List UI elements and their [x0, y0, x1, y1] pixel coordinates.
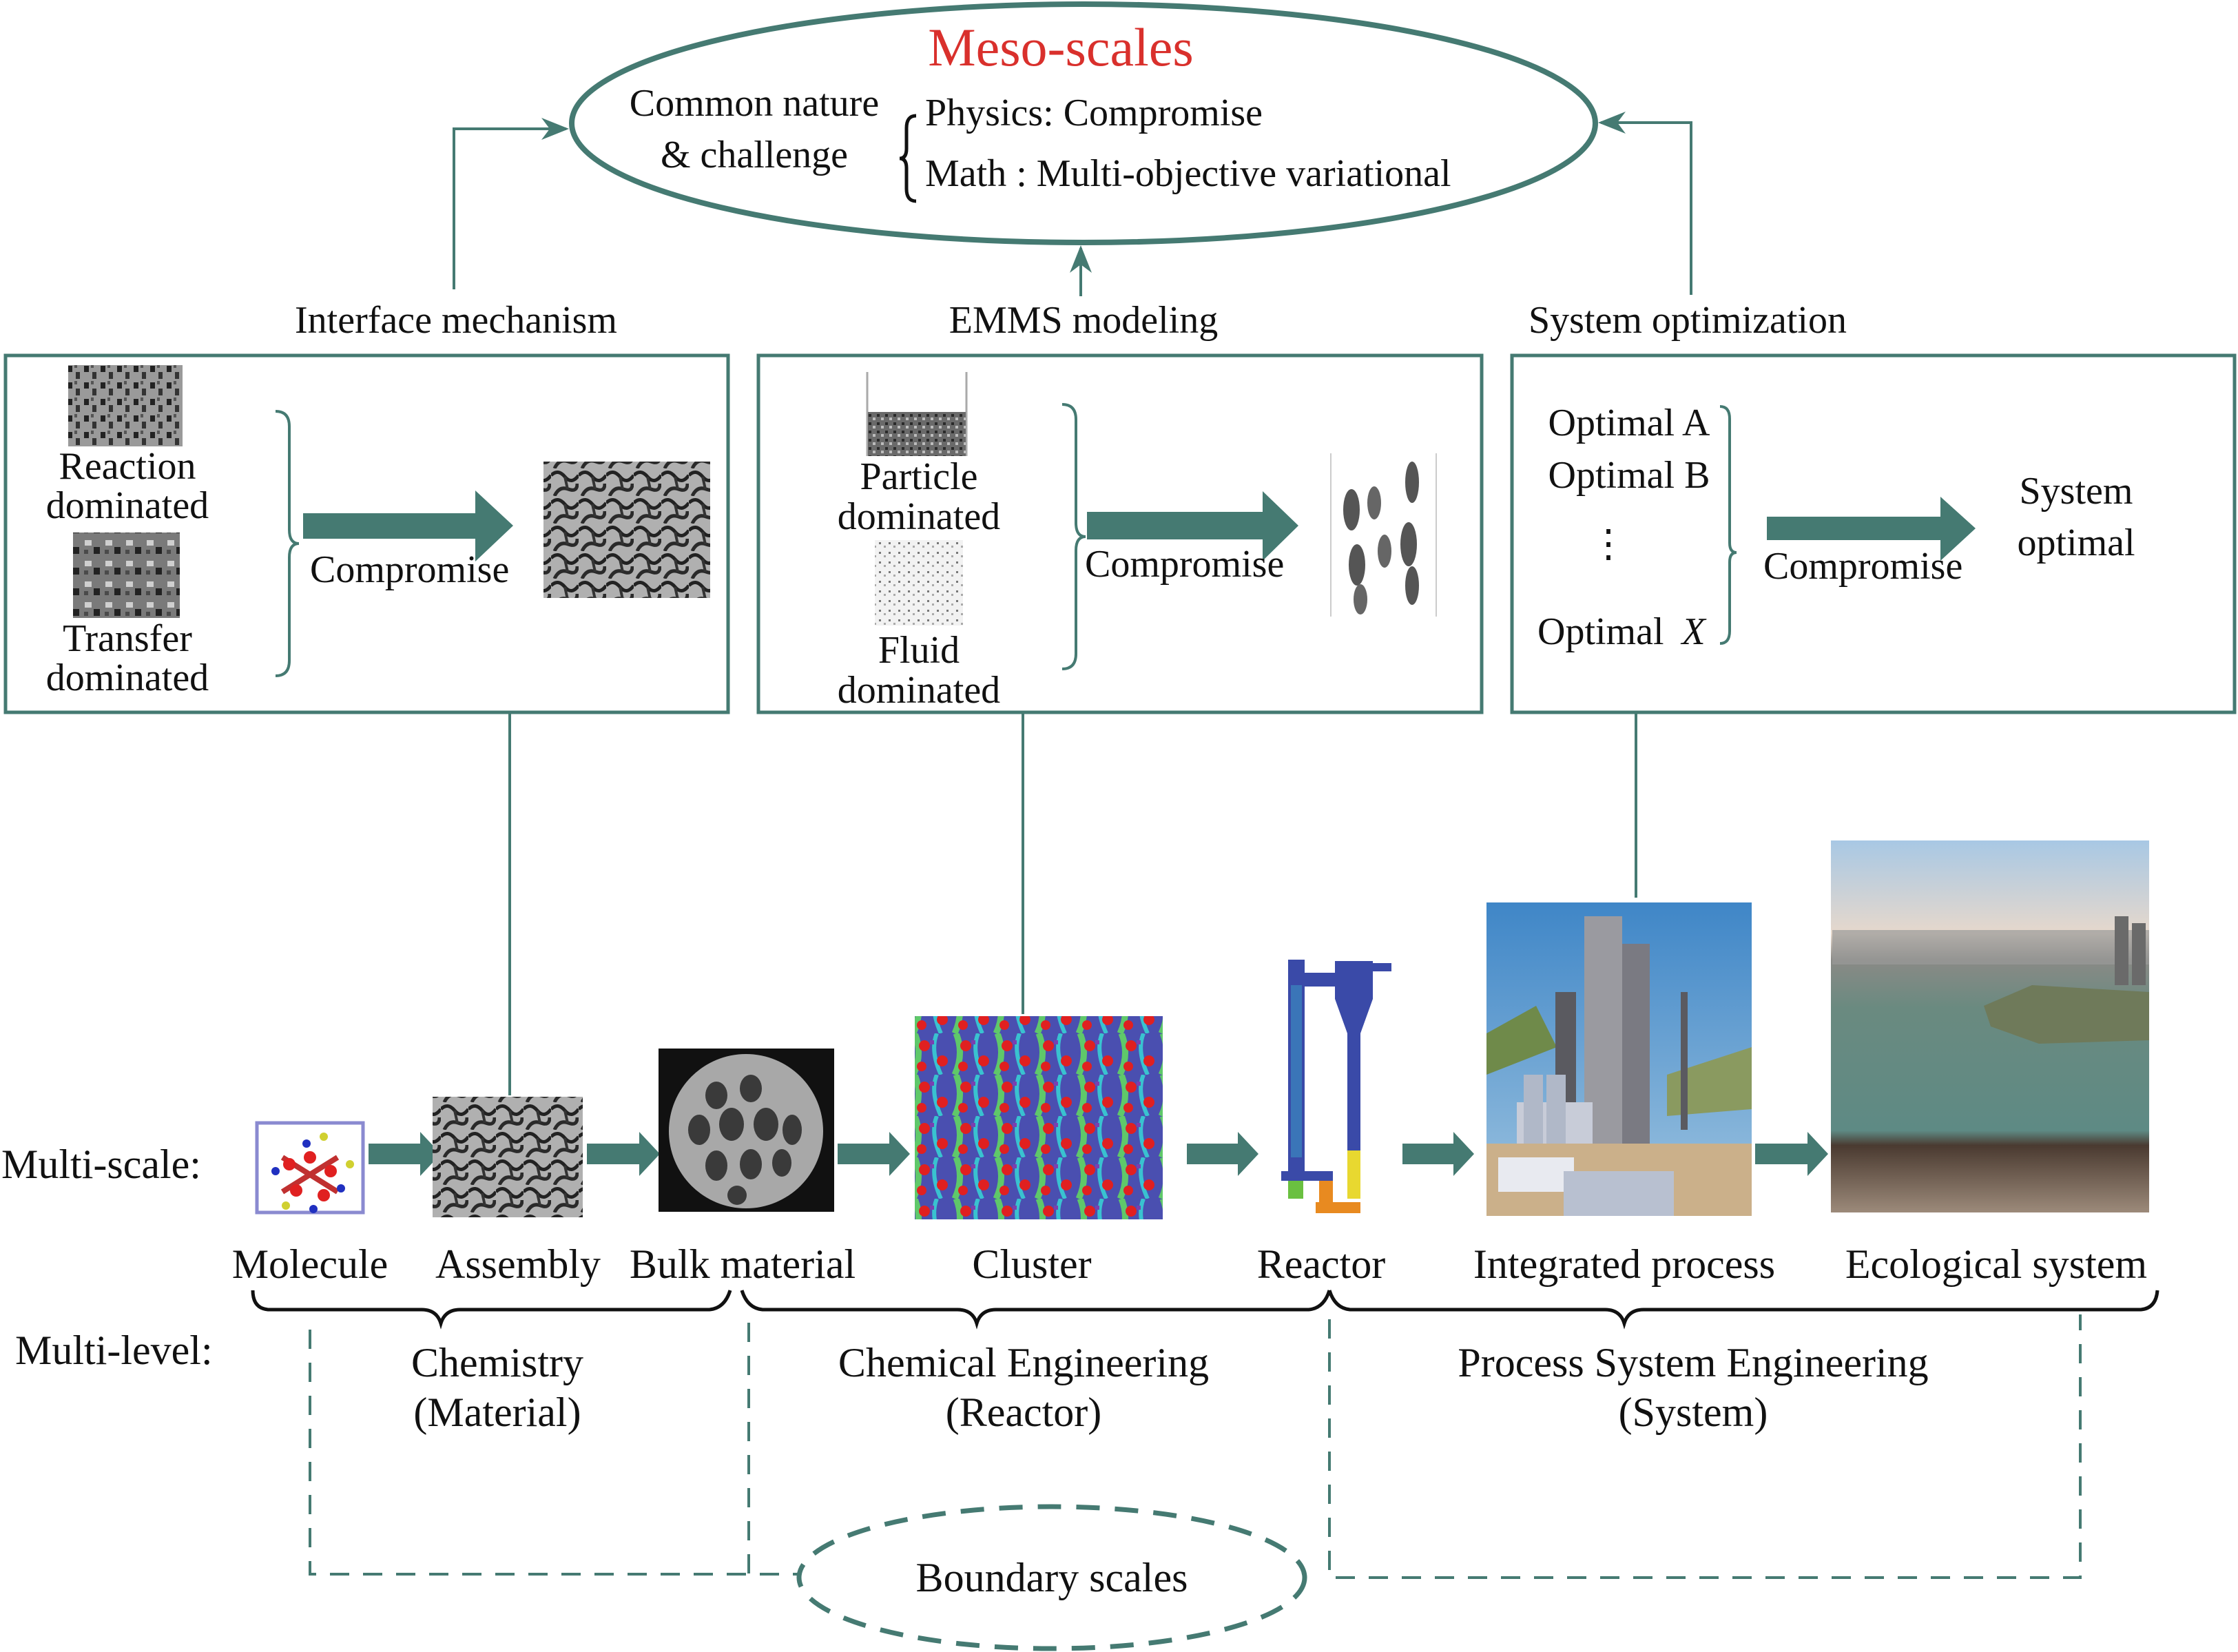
system-level-label: (System) — [1619, 1390, 1768, 1435]
bulk-material-label: Bulk material — [630, 1241, 856, 1287]
panel-heading-system: System optimization — [1529, 299, 1847, 342]
reaction-dominated-label: dominated — [46, 484, 209, 527]
cluster-image — [915, 1016, 1163, 1219]
arrow-reactor-to-process — [1402, 1132, 1474, 1176]
assembly-label: Assembly — [435, 1241, 601, 1287]
emms-brace — [1061, 403, 1086, 670]
panel-system-optimization: Optimal A Optimal B ⋮ Optimal X Compromi… — [1510, 353, 2237, 714]
interface-to-meso-arrow — [453, 118, 569, 289]
system-to-meso-arrow — [1598, 112, 1692, 295]
multiscale-item-assembly: Assembly — [433, 1097, 601, 1287]
particle-label: Particle — [860, 455, 977, 498]
integrated-process-image — [1486, 902, 1752, 1216]
system-brace — [1719, 405, 1737, 645]
process-system-brace — [1327, 1290, 2159, 1330]
panel-interface-mechanism: Reaction dominated Transfer dominated Co… — [3, 353, 730, 714]
boundary-scales-label: Boundary scales — [916, 1555, 1188, 1600]
ecological-system-label: Ecological system — [1845, 1241, 2147, 1287]
boundary-left-dashed — [309, 1330, 799, 1576]
common-nature-label: Common nature — [630, 82, 879, 125]
interface-compromise-label: Compromise — [310, 548, 509, 591]
optimal-a-label: Optimal A — [1548, 402, 1710, 444]
boundary-right-dashed — [1328, 1314, 2082, 1579]
boundary-scales-ellipse — [796, 1504, 1307, 1651]
chemistry-brace — [251, 1290, 732, 1330]
optimal-x-var: X — [1681, 610, 1708, 653]
transfer-label: Transfer — [63, 617, 192, 660]
arrow-cluster-to-reactor — [1187, 1132, 1258, 1176]
system-compromise-arrow — [1767, 497, 1976, 561]
arrow-process-to-ecology — [1755, 1132, 1828, 1176]
system-compromise-label: Compromise — [1763, 545, 1962, 588]
multiscale-item-integrated-process: Integrated process — [1473, 902, 1775, 1287]
emms-compromise-arrow — [1087, 491, 1298, 561]
math-label: Math : Multi-objective variational — [925, 152, 1451, 195]
arrow-bulk-to-cluster — [838, 1132, 910, 1176]
system-optimal-line2: optimal — [2017, 522, 2135, 564]
interface-brace — [275, 410, 300, 677]
transfer-dominated-label: dominated — [46, 657, 209, 699]
optimal-x-word: Optimal — [1537, 610, 1664, 653]
multiscale-item-ecological-system: Ecological system — [1831, 840, 2149, 1287]
chemistry-label: Chemistry — [411, 1340, 583, 1385]
assembly-image — [433, 1097, 583, 1217]
multiscale-row-label: Multi-scale: — [1, 1142, 201, 1187]
transfer-dominated-image — [73, 533, 180, 618]
panel-heading-interface: Interface mechanism — [295, 299, 617, 342]
process-system-engineering-label: Process System Engineering — [1458, 1340, 1928, 1385]
multiscale-item-molecule: Molecule — [232, 1121, 388, 1287]
compromise-result-image — [543, 462, 710, 598]
reactor-level-label: (Reactor) — [946, 1390, 1102, 1435]
meso-brace — [899, 114, 917, 203]
fluid-dominated-image — [875, 540, 963, 626]
fluid-label: Fluid — [878, 629, 960, 672]
cluster-label: Cluster — [972, 1241, 1091, 1287]
meso-scales-ellipse: Meso-scales Common nature & challenge Ph… — [569, 1, 1598, 245]
reactor-image — [1281, 960, 1391, 1213]
material-label: (Material) — [413, 1390, 581, 1435]
reaction-dominated-image — [68, 365, 183, 446]
system-optimal-line1: System — [2020, 470, 2133, 513]
optimal-x-label: Optimal X — [1537, 610, 1708, 653]
meso-scales-title: Meso-scales — [928, 17, 1194, 77]
molecule-image — [255, 1121, 365, 1215]
emms-compromise-label: Compromise — [1085, 543, 1284, 586]
chemical-engineering-label: Chemical Engineering — [838, 1340, 1209, 1385]
interface-compromise-arrow — [303, 491, 513, 561]
integrated-process-label: Integrated process — [1473, 1241, 1775, 1287]
chemical-engineering-brace — [740, 1290, 1332, 1330]
panel-emms-modeling: Particle dominated Fluid dominated Compr… — [756, 353, 1484, 714]
ellipsis-label: ⋮ — [1589, 523, 1628, 566]
multilevel-row-label: Multi-level: — [15, 1328, 213, 1373]
molecule-structure-icon — [271, 1133, 354, 1213]
arrow-assembly-to-bulk — [587, 1132, 660, 1176]
physics-label: Physics: Compromise — [925, 92, 1263, 134]
molecule-label: Molecule — [232, 1241, 388, 1287]
optimal-b-label: Optimal B — [1548, 454, 1710, 497]
particle-dominated-image — [868, 412, 966, 456]
cluster-result-image — [1330, 453, 1437, 617]
arrow-molecule-to-assembly — [369, 1132, 441, 1176]
panel-heading-emms: EMMS modeling — [949, 299, 1218, 342]
challenge-label: & challenge — [661, 134, 848, 176]
multiscale-item-bulk-material: Bulk material — [630, 1049, 856, 1287]
fluid-dominated-label: dominated — [838, 669, 1000, 712]
multiscale-item-cluster: Cluster — [915, 1016, 1163, 1287]
particle-dominated-label: dominated — [838, 495, 1000, 538]
multiscale-item-reactor: Reactor — [1257, 960, 1391, 1287]
reaction-label: Reaction — [59, 445, 196, 488]
reactor-label: Reactor — [1257, 1241, 1386, 1287]
